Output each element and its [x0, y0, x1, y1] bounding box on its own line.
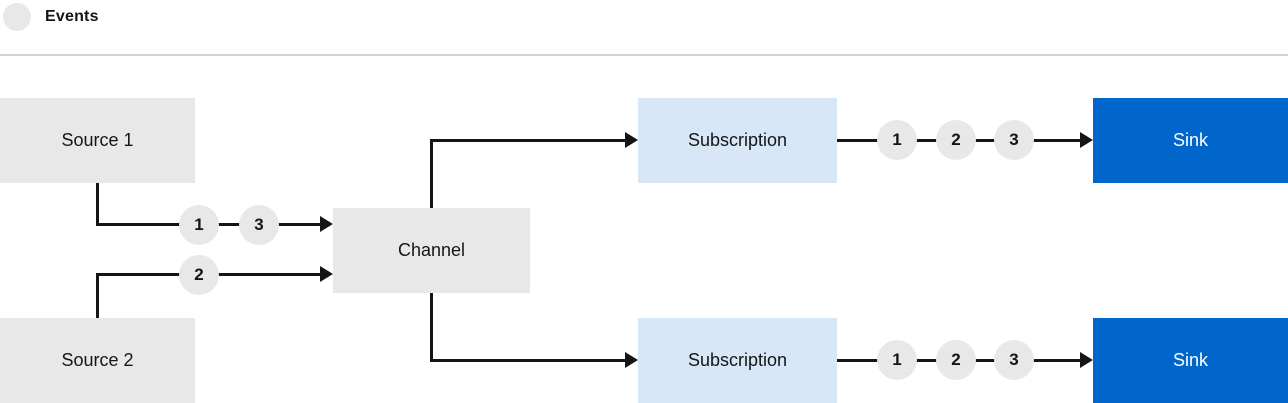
arrowhead-into-sink-top — [1080, 132, 1093, 148]
event-marker: 1 — [179, 205, 219, 245]
event-marker: 3 — [239, 205, 279, 245]
node-sink-bottom: Sink — [1093, 318, 1288, 403]
node-channel: Channel — [333, 208, 530, 293]
node-subscription-top: Subscription — [638, 98, 837, 183]
arrowhead-into-channel-bottom — [320, 266, 333, 282]
legend-divider — [0, 54, 1288, 56]
node-source-1: Source 1 — [0, 98, 195, 183]
connector-source1-vertical — [96, 183, 99, 226]
event-legend-icon — [3, 3, 31, 31]
node-subscription-bottom: Subscription — [638, 318, 837, 403]
event-marker: 2 — [936, 120, 976, 160]
legend-label: Events — [45, 8, 99, 25]
event-marker: 2 — [179, 255, 219, 295]
event-marker: 3 — [994, 340, 1034, 380]
connector-channel-bottom-vertical — [430, 293, 433, 361]
connector-channel-to-subscription-bottom — [430, 359, 628, 362]
arrowhead-into-subscription-top — [625, 132, 638, 148]
arrowhead-into-channel-top — [320, 216, 333, 232]
event-marker: 2 — [936, 340, 976, 380]
arrowhead-into-sink-bottom — [1080, 352, 1093, 368]
event-marker: 3 — [994, 120, 1034, 160]
connector-channel-top-vertical — [430, 139, 433, 208]
event-marker: 1 — [877, 340, 917, 380]
event-marker: 1 — [877, 120, 917, 160]
node-source-2: Source 2 — [0, 318, 195, 403]
connector-source2-vertical — [96, 273, 99, 318]
node-sink-top: Sink — [1093, 98, 1288, 183]
arrowhead-into-subscription-bottom — [625, 352, 638, 368]
connector-channel-to-subscription-top — [430, 139, 628, 142]
